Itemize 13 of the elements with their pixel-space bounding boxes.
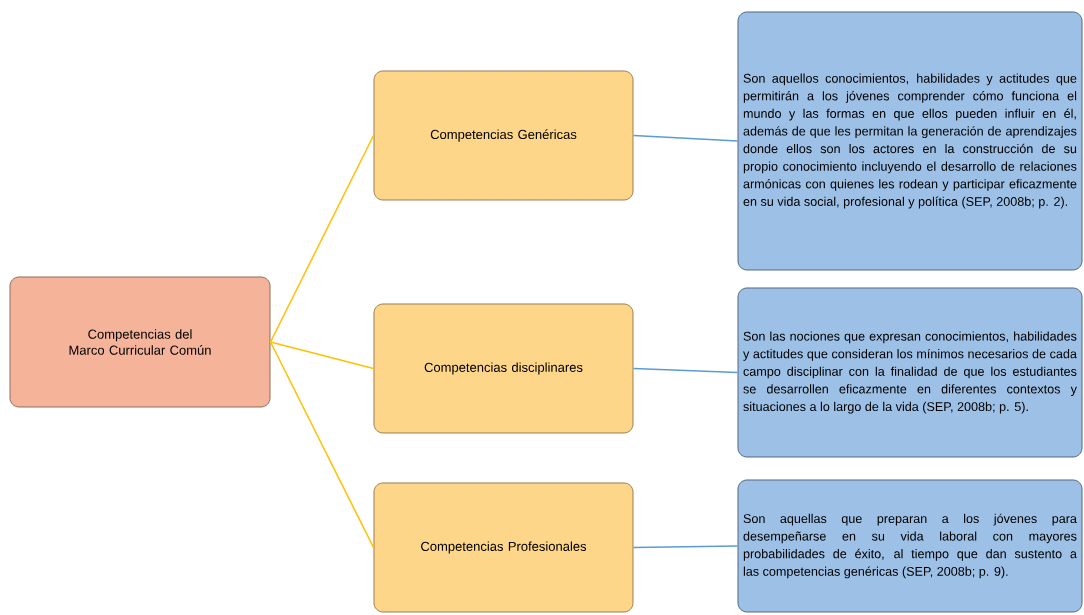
connector-line — [269, 341, 375, 370]
connector-line — [269, 341, 375, 549]
connector-line — [269, 134, 375, 343]
connector-line — [632, 367, 739, 374]
definition-box: Son aquellos conocimientos, habilidades y actitudes que permitirán a los jóvenes comprender cómo funciona el mundo y las formas en que ellos pueden influir en él, además de que les permitan la generación de aprendizajes donde ellos son los actores en la construcción de su propio conocimiento incluyendo el desarrollo de relaciones armónicas con quienes les rodean y participar eficazmente en su vida social, profesional y política (SEP, 2008b; p. 2). — [737, 11, 1083, 271]
concept-box: Competencias del Marco Curricular Común — [9, 276, 271, 408]
definition-box: Son aquellas que preparan a los jóvenes para desempeñarse en su vida laboral con mayores probabilidades de éxito, al tiempo que dan sustento a las competencias genéricas (SEP, 2008b; p. 9). — [737, 479, 1083, 613]
definition-box: Son las nociones que expresan conocimientos, habilidades y actitudes que consideran los mínimos necesarios de cada campo disciplinar con la finalidad de que los estudiantes se desarrollen eficazmente en diferentes contextos y situaciones a lo largo de la vida (SEP, 2008b; p. 5). — [737, 287, 1083, 458]
connector-line — [632, 134, 739, 142]
connector-line — [632, 545, 739, 549]
concept-box: Competencias Genéricas — [373, 70, 634, 201]
concept-box: Competencias Profesionales — [373, 482, 634, 613]
concept-box: Competencias disciplinares — [373, 303, 634, 434]
